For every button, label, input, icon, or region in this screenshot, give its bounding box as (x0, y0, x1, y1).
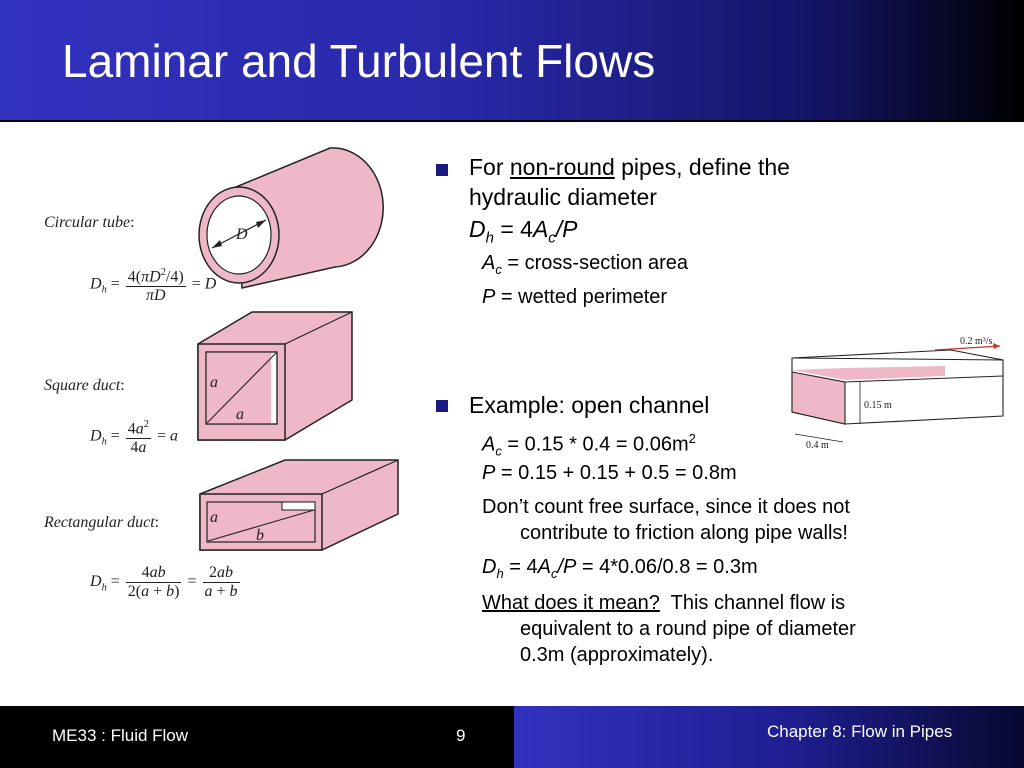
hydraulic-diameter-equation: Dh = 4Ac/P (469, 216, 578, 247)
channel-flow-label: 0.2 m³/s (960, 336, 993, 347)
rectangular-duct-drawing (199, 459, 399, 551)
hydraulic-diameter-figures: D a a a b Circular tube: Dh = 4(πD2/4)πD… (0, 122, 420, 702)
dim-label-a-vertical: a (210, 374, 218, 391)
dim-label-a-rect: a (210, 509, 218, 526)
example-note-line2: contribute to friction along pipe walls! (520, 522, 848, 544)
example-perimeter: P = 0.15 + 0.15 + 0.5 = 0.8m (482, 462, 737, 484)
footer-course: ME33 : Fluid Flow (52, 726, 189, 745)
footer-page-number: 9 (456, 726, 466, 745)
def-wetted-perimeter: P = wetted perimeter (482, 286, 668, 308)
duct-drawings (197, 147, 399, 551)
square-duct-label: Square duct: (44, 377, 125, 394)
square-duct-drawing (197, 311, 353, 441)
example-note-line1: Don’t count free surface, since it does … (482, 496, 850, 518)
title-bar: Laminar and Turbulent Flows (0, 0, 1024, 120)
example-meaning-line2: equivalent to a round pipe of diameter (520, 618, 856, 640)
def-cross-section-area: Ac = cross-section area (482, 252, 689, 277)
example-hydraulic-diameter: Dh = 4Ac/P = 4*0.06/0.8 = 0.3m (482, 556, 758, 581)
example-meaning-line3: 0.3m (approximately). (520, 644, 714, 666)
channel-width-label: 0.4 m (806, 440, 829, 451)
bullet-square-icon (436, 400, 448, 412)
open-channel-diagram (791, 343, 1004, 443)
dim-label-a-horizontal: a (236, 406, 244, 423)
bullet-square-icon (436, 164, 448, 176)
rectangular-duct-label: Rectangular duct: (44, 514, 160, 531)
circular-formula: Dh = 4(πD2/4)πD = D (90, 264, 216, 305)
bullet-example-heading: Example: open channel (469, 392, 710, 418)
dim-label-D: D (236, 226, 248, 243)
slide-title: Laminar and Turbulent Flows (62, 35, 656, 87)
footer-right-panel: Chapter 8: Flow in Pipes (514, 706, 1024, 768)
example-area: Ac = 0.15 * 0.4 = 0.06m2 (482, 431, 696, 459)
title-divider (0, 120, 1024, 122)
circular-tube-drawing (198, 147, 384, 289)
bullet-non-round-line2: hydraulic diameter (469, 184, 657, 210)
footer-chapter: Chapter 8: Flow in Pipes (767, 722, 953, 741)
footer-left-panel: ME33 : Fluid Flow 9 (0, 706, 514, 768)
channel-height-label: 0.15 m (864, 400, 892, 411)
circular-tube-label: Circular tube: (44, 214, 135, 231)
bullet-non-round: For non-round pipes, define the (469, 154, 790, 180)
dim-label-b-rect: b (256, 527, 264, 544)
example-meaning-line1: What does it mean? This channel flow is (482, 592, 846, 614)
